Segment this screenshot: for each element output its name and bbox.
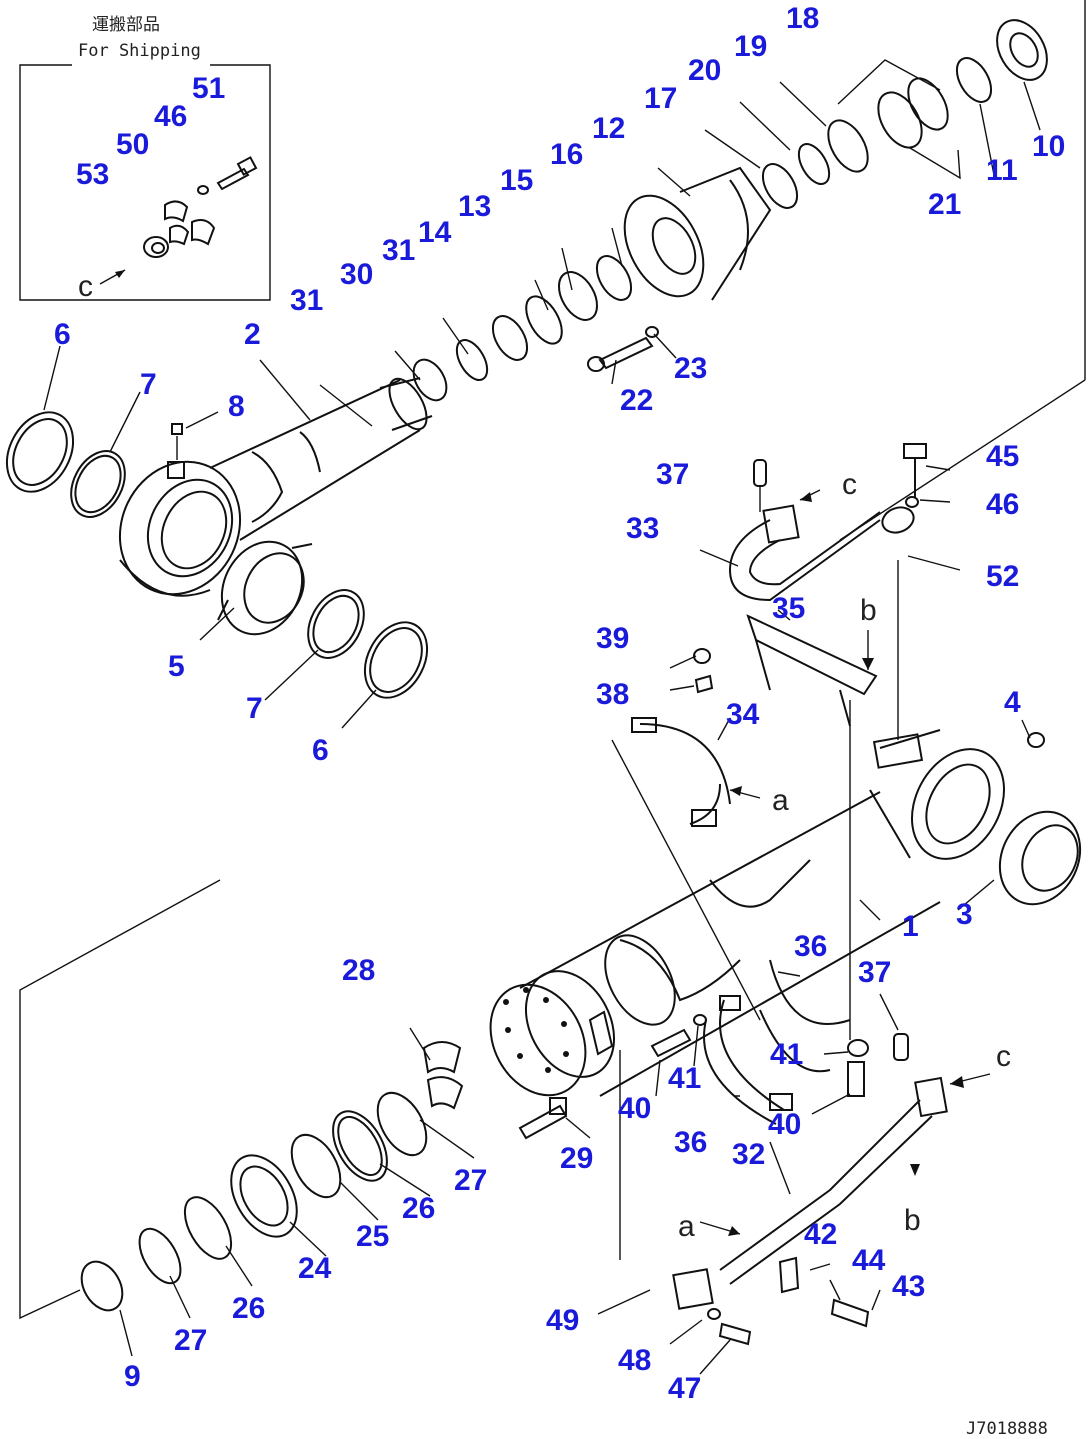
callout-29: 29	[560, 1142, 593, 1175]
callout-8: 8	[228, 390, 245, 423]
callout-36-lower: 36	[674, 1126, 707, 1159]
callout-40-left: 40	[618, 1092, 651, 1125]
callout-49: 49	[546, 1304, 579, 1337]
callout-36-upper: 36	[794, 930, 827, 963]
callout-15: 15	[500, 164, 533, 197]
inset-title-jp: 運搬部品	[92, 15, 160, 35]
rod-assembly-drawing	[5, 19, 1048, 729]
callout-43: 43	[892, 1270, 925, 1303]
callout-26-lower: 26	[232, 1292, 265, 1325]
flag-c-lower: c	[996, 1040, 1011, 1073]
callout-33: 33	[626, 512, 659, 545]
callout-2: 2	[244, 318, 261, 351]
flag-a-upper: a	[772, 784, 789, 817]
callout-45: 45	[986, 440, 1019, 473]
callout-40-right: 40	[768, 1108, 801, 1141]
callout-12: 12	[592, 112, 625, 145]
flag-b-upper: b	[860, 594, 877, 627]
callout-31-upper: 31	[382, 234, 415, 267]
callout-44: 44	[852, 1244, 886, 1277]
callout-46-inset: 46	[154, 100, 187, 133]
callout-10: 10	[1032, 130, 1065, 163]
callout-39: 39	[596, 622, 629, 655]
callout-25: 25	[356, 1220, 389, 1253]
flag-c-upper: c	[842, 468, 857, 501]
callout-22: 22	[620, 384, 653, 417]
callout-7-lower: 7	[246, 692, 263, 725]
callout-6-lower: 6	[312, 734, 329, 767]
callout-26-upper: 26	[402, 1192, 435, 1225]
callout-53: 53	[76, 158, 109, 191]
callout-14: 14	[418, 216, 452, 249]
for-shipping-inset: 運搬部品 For Shipping c	[19, 15, 271, 303]
callout-37-upper: 37	[656, 458, 689, 491]
callout-7-upper: 7	[140, 368, 157, 401]
callout-46-main: 46	[986, 488, 1019, 521]
callout-27-upper: 27	[454, 1164, 487, 1197]
callout-52: 52	[986, 560, 1019, 593]
callout-18: 18	[786, 2, 819, 35]
callout-27-lower: 27	[174, 1324, 207, 1357]
callout-34: 34	[726, 698, 760, 731]
callout-38: 38	[596, 678, 629, 711]
callout-9: 9	[124, 1360, 141, 1393]
callout-21: 21	[928, 188, 961, 221]
flag-b-lower: b	[904, 1204, 921, 1237]
callout-5: 5	[168, 650, 185, 683]
cylinder-and-piping-drawing	[19, 0, 1086, 1375]
callout-32: 32	[732, 1138, 765, 1171]
callout-23: 23	[674, 352, 707, 385]
callout-51: 51	[192, 72, 225, 105]
callout-17: 17	[644, 82, 677, 115]
callout-31-lower: 31	[290, 284, 323, 317]
callout-48: 48	[618, 1344, 651, 1377]
callout-11: 11	[986, 154, 1018, 187]
reference-flags: c b a c b a	[678, 468, 1011, 1243]
part-callouts: 1 2 3 4 5 6 6 7 7 8 9 10 11 12 13 14 15 …	[54, 2, 1065, 1405]
callout-42: 42	[804, 1218, 837, 1251]
callout-1: 1	[902, 910, 919, 943]
callout-47: 47	[668, 1372, 701, 1405]
drawing-code: J7018888	[966, 1419, 1048, 1439]
callout-20: 20	[688, 54, 721, 87]
callout-3: 3	[956, 898, 973, 931]
callout-28: 28	[342, 954, 375, 987]
callout-4: 4	[1004, 686, 1021, 719]
callout-37-lower: 37	[858, 956, 891, 989]
callout-19: 19	[734, 30, 767, 63]
inset-flag-c: c	[78, 270, 93, 303]
inset-parts-drawing: c	[78, 156, 258, 303]
callout-41-right: 41	[770, 1038, 803, 1071]
callout-13: 13	[458, 190, 491, 223]
callout-35: 35	[772, 592, 805, 625]
callout-24: 24	[298, 1252, 332, 1285]
callout-50: 50	[116, 128, 149, 161]
inset-title-en: For Shipping	[78, 41, 201, 61]
callout-16: 16	[550, 138, 583, 171]
callout-41-left: 41	[668, 1062, 701, 1095]
flag-a-lower: a	[678, 1210, 695, 1243]
callout-30: 30	[340, 258, 373, 291]
callout-6-upper: 6	[54, 318, 71, 351]
